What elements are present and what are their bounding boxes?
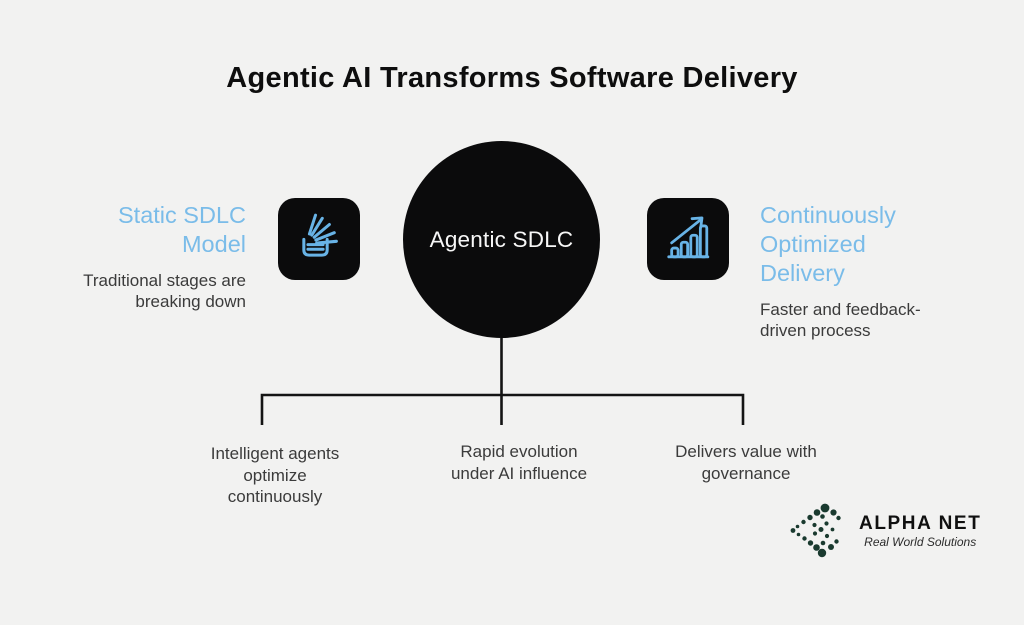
agentic-sdlc-circle: Agentic SDLC — [403, 141, 600, 338]
center-circle-label: Agentic SDLC — [429, 226, 574, 252]
stack-rays-icon — [291, 209, 347, 270]
alpha-net-logo: ALPHA NET Real World Solutions — [786, 500, 981, 563]
page-title: Agentic AI Transforms Software Delivery — [226, 62, 798, 94]
branch-label-intelligent-agents: Intelligent agents optimize continuously — [210, 444, 340, 506]
logo-name: ALPHA NET — [859, 513, 982, 534]
branch-label-rapid-evolution: Rapid evolution under AI influence — [450, 442, 588, 483]
logo-dots-icon — [786, 500, 852, 563]
left-card-heading: Static SDLC Model — [118, 202, 246, 257]
right-card-description: Faster and feedback- driven process — [760, 300, 921, 340]
logo-text-block: ALPHA NET Real World Solutions — [859, 513, 981, 550]
branch-label-delivers-value: Delivers value with governance — [675, 442, 817, 483]
static-sdlc-icon-tile — [278, 198, 360, 280]
optimized-delivery-icon-tile — [647, 198, 729, 280]
logo-tagline: Real World Solutions — [864, 535, 977, 549]
right-card-heading: Continuously Optimized Delivery — [760, 202, 896, 286]
left-card-description: Traditional stages are breaking down — [83, 271, 246, 311]
growth-chart-icon — [660, 209, 716, 270]
